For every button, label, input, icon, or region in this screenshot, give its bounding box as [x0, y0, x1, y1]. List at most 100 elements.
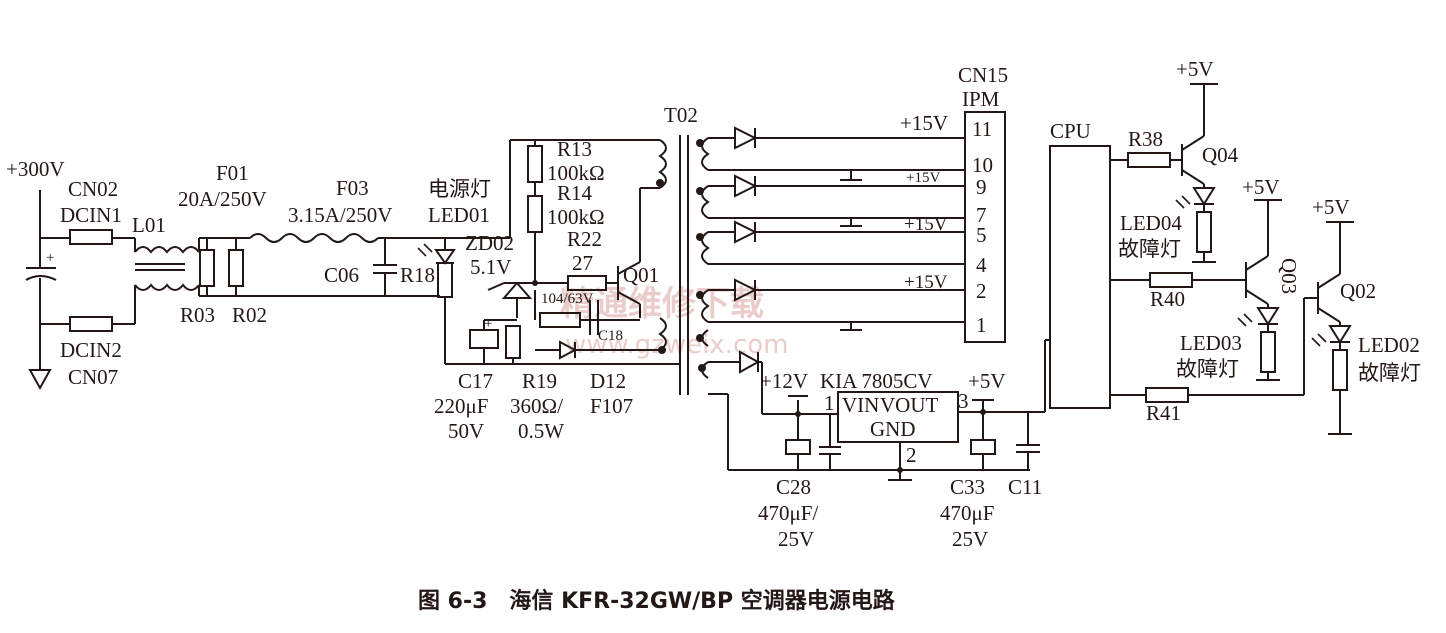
r19-resistor [505, 325, 521, 359]
r38-resistor [1127, 152, 1171, 168]
svg-text:+: + [46, 250, 54, 266]
secondary-outputs [708, 126, 1030, 471]
label-c28-v1: 470μF/ [758, 501, 818, 525]
label-f01-rating: 20A/250V [178, 187, 267, 211]
ipm-pin-1: 1 [976, 313, 987, 337]
label-c28: C28 [776, 475, 811, 499]
label-r18: R18 [400, 263, 435, 287]
label-ipm: IPM [962, 87, 1000, 111]
ipm-pin-5: 5 [976, 223, 987, 247]
label-300v: +300V [6, 157, 65, 181]
label-c33-v2: 25V [952, 527, 988, 551]
zd02-zener [487, 281, 535, 318]
label-fault-b: 故障灯 [1176, 357, 1239, 381]
label-q01-part: 104/63V [541, 291, 594, 307]
label-d12: D12 [590, 369, 626, 393]
label-r13-v: 100kΩ [547, 161, 605, 185]
led04-led [1192, 187, 1216, 206]
r41-resistor [1145, 387, 1189, 403]
label-fault-a: 故障灯 [1118, 237, 1181, 261]
label-led03: LED03 [1180, 331, 1242, 355]
led02-resistor [1332, 349, 1348, 391]
ipm-pin-10: 10 [972, 153, 993, 177]
ground-symbol [28, 369, 52, 391]
label-zd02-v: 5.1V [470, 255, 511, 279]
led01-led [434, 249, 456, 265]
led03-led [1256, 307, 1280, 326]
cpu-block [1049, 145, 1111, 409]
label-q04: Q04 [1202, 143, 1239, 167]
label-c18: C18 [598, 328, 623, 344]
q01-transistor [617, 187, 660, 318]
led03-resistor [1260, 331, 1276, 373]
label-r19-v1: 360Ω/ [510, 394, 563, 418]
t02-transformer [656, 135, 710, 395]
label-led04: LED04 [1120, 211, 1182, 235]
label-f03: F03 [336, 176, 369, 200]
label-q02: Q02 [1340, 279, 1376, 303]
label-d12-part: F107 [590, 394, 633, 418]
label-dcin2: DCIN2 [60, 338, 122, 362]
label-c17-v2: 50V [448, 419, 484, 443]
led03-driver [1110, 199, 1282, 381]
label-c28-v2: 25V [778, 527, 814, 551]
label-pin3: 3 [958, 389, 969, 413]
label-pin2: 2 [906, 443, 917, 467]
label-cn07: CN07 [68, 365, 118, 389]
label-15v-b: +15V [906, 170, 940, 186]
label-15v-c: +15V [904, 214, 948, 235]
label-cn15: CN15 [958, 63, 1008, 87]
c33-capacitor [970, 439, 996, 455]
led02-driver [1110, 221, 1354, 435]
primary-section: + [469, 139, 660, 364]
label-c33: C33 [950, 475, 985, 499]
label-zd02: ZD02 [465, 231, 514, 255]
label-5v-a: +5V [1176, 57, 1214, 81]
svg-text:+: + [484, 316, 492, 332]
led02-led [1328, 325, 1352, 344]
c17-capacitor [469, 329, 499, 349]
r02-resistor [228, 249, 244, 287]
r40-resistor [1149, 272, 1193, 288]
q03-transistor [1245, 289, 1269, 305]
label-gnd: GND [870, 417, 916, 441]
label-l01: L01 [132, 213, 166, 237]
r03-resistor [199, 249, 215, 287]
led04-driver [1110, 83, 1218, 263]
label-r14-v: 100kΩ [547, 205, 605, 229]
label-15v-d: +15V [904, 272, 948, 293]
label-power-lamp: 电源灯 [428, 177, 491, 201]
input-section: + [25, 190, 680, 391]
label-r13: R13 [557, 137, 592, 161]
label-r03: R03 [180, 303, 215, 327]
label-5v-reg: +5V [968, 369, 1006, 393]
dcin1-connector [69, 229, 113, 245]
label-c33-v1: 470μF [940, 501, 994, 525]
ipm-pin-11: 11 [972, 117, 992, 141]
r18-resistor [437, 262, 453, 298]
f03-fuse [249, 233, 379, 243]
label-dcin1: DCIN1 [60, 203, 122, 227]
watermark-url: www.gzweix.com [565, 330, 789, 360]
label-q01: Q01 [623, 263, 659, 287]
label-c11: C11 [1008, 475, 1042, 499]
label-cpu: CPU [1050, 119, 1091, 143]
label-led02: LED02 [1358, 333, 1420, 357]
label-t02: T02 [664, 103, 698, 127]
label-12v: +12V [760, 369, 808, 393]
label-q03: Q03 [1277, 258, 1301, 294]
label-c06: C06 [324, 263, 359, 287]
label-r14: R14 [557, 181, 593, 205]
ipm-pin-7: 7 [976, 203, 987, 227]
label-f01: F01 [216, 161, 249, 185]
label-r40: R40 [1150, 287, 1185, 311]
dcin2-connector [69, 316, 113, 332]
c28-capacitor [785, 439, 811, 455]
r13-resistor [527, 145, 543, 183]
cn15-ipm-connector [964, 111, 1006, 343]
label-15v-a: +15V [900, 111, 948, 135]
ipm-pin-4: 4 [976, 253, 987, 277]
ipm-pin-9: 9 [976, 175, 987, 199]
